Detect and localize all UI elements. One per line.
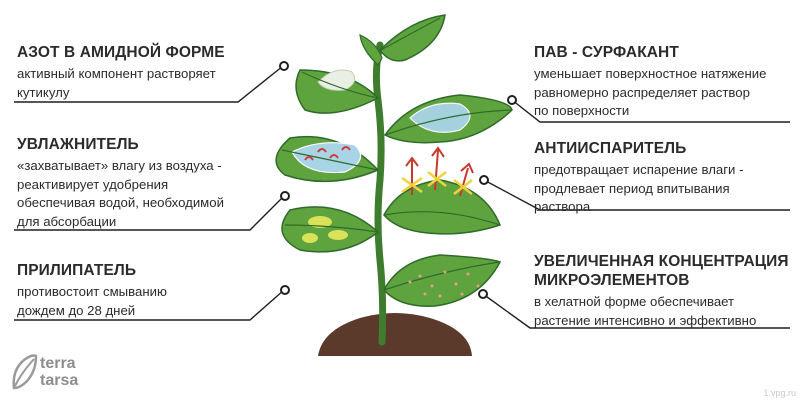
block-marks (401, 171, 473, 195)
antievaporant-title: АНТИИСПАРИТЕЛЬ (534, 140, 687, 157)
nitrogen-desc: активный компонент растворяет кутикулу (17, 66, 216, 100)
leaf-antievaporant (383, 179, 501, 235)
humectant-desc: «захватывает» влагу из воздуха - реактив… (17, 158, 224, 229)
antievaporant-desc: предотвращает испарение влаги - продлева… (534, 162, 744, 214)
brand-name-line1: terra (40, 355, 76, 372)
leaf-logo-icon (12, 354, 38, 390)
antievaporant-block: АНТИИСПАРИТЕЛЬ предотвращает испарение в… (534, 139, 796, 217)
nitrogen-title: АЗОТ В АМИДНОЙ ФОРМЕ (17, 44, 225, 61)
leaf-sticker (281, 206, 380, 253)
connector-dots (279, 61, 517, 299)
surfactant-title: ПАВ - СУРФАКАНТ (534, 44, 679, 61)
sticker-block: ПРИЛИПАТЕЛЬ противостоит смыванию дождем… (17, 261, 267, 320)
microelements-block: УВЕЛИЧЕННАЯ КОНЦЕНТРАЦИЯ МИКРОЭЛЕМЕНТОВ … (534, 252, 796, 330)
evaporation-arrows (405, 146, 474, 197)
top-leaf (379, 14, 446, 62)
bud-leaf (359, 34, 383, 66)
site-watermark: 1.vpg.ru (763, 388, 796, 398)
brand-name: terra tarsa (40, 355, 78, 389)
sticker-desc: противостоит смыванию дождем до 28 дней (17, 284, 167, 318)
connector-lines (14, 65, 790, 329)
micro-dots (408, 270, 480, 298)
humectant-title: УВЛАЖНИТЕЛЬ (17, 136, 139, 153)
nitrogen-block: АЗОТ В АМИДНОЙ ФОРМЕ активный компонент … (17, 43, 267, 102)
soil-mound (318, 313, 472, 356)
surfactant-desc: уменьшает поверхностное натяжение равном… (534, 66, 767, 118)
microelements-desc: в хелатной форме обеспечивает растение и… (534, 294, 757, 328)
humectant-block: УВЛАЖНИТЕЛЬ «захватывает» влагу из возду… (17, 135, 287, 231)
microelements-title: УВЕЛИЧЕННАЯ КОНЦЕНТРАЦИЯ МИКРОЭЛЕМЕНТОВ (534, 253, 789, 289)
plant-stem (372, 41, 387, 346)
surfactant-block: ПАВ - СУРФАКАНТ уменьшает поверхностное … (534, 43, 796, 121)
brand-logo: terra tarsa (10, 352, 140, 396)
sticker-title: ПРИЛИПАТЕЛЬ (17, 262, 137, 279)
brand-name-line2: tarsa (40, 372, 79, 389)
